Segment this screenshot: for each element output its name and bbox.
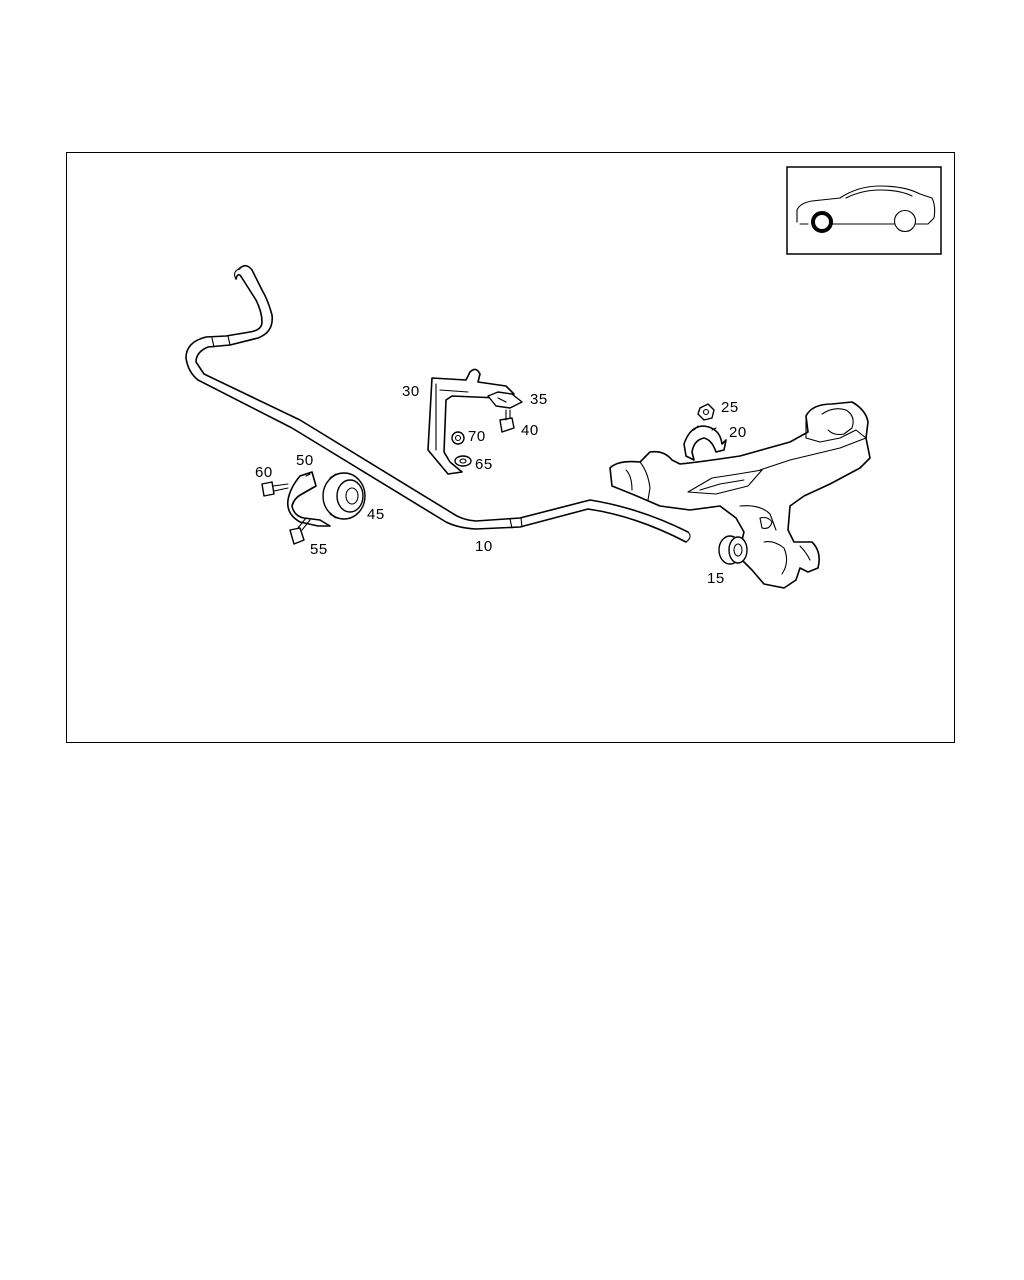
callout-10: 10 (475, 538, 493, 555)
bushing-45 (322, 472, 366, 520)
callout-15: 15 (707, 570, 725, 587)
washer-65 (454, 455, 472, 467)
callout-labels: 10 15 20 25 30 35 40 45 50 55 60 65 70 (255, 383, 747, 587)
callout-20: 20 (729, 424, 747, 441)
nut-25 (697, 403, 715, 421)
locator-inset (786, 166, 942, 255)
nut-70 (451, 431, 465, 445)
front-wheel-highlight (811, 211, 833, 233)
callout-55: 55 (310, 541, 328, 558)
left-mount (261, 471, 366, 545)
right-clamp (683, 403, 727, 461)
callout-70: 70 (468, 428, 486, 445)
bracket-assembly (427, 368, 523, 475)
callout-50: 50 (296, 452, 314, 469)
bolt-60 (261, 481, 289, 497)
callout-45: 45 (367, 506, 385, 523)
callout-60: 60 (255, 464, 273, 481)
control-arm (609, 401, 871, 589)
clamp-20 (683, 425, 727, 461)
callout-25: 25 (721, 399, 739, 416)
bushing-15 (718, 535, 748, 565)
callout-30: 30 (402, 383, 420, 400)
stabilizer-bar (185, 264, 691, 543)
clamp-50 (286, 471, 331, 527)
callout-35: 35 (530, 391, 548, 408)
bolt-40 (499, 409, 515, 433)
car-side-outline-icon (796, 185, 936, 233)
callout-65: 65 (475, 456, 493, 473)
bolt-55 (289, 517, 311, 545)
diagram-frame (66, 152, 955, 743)
callout-40: 40 (521, 422, 539, 439)
